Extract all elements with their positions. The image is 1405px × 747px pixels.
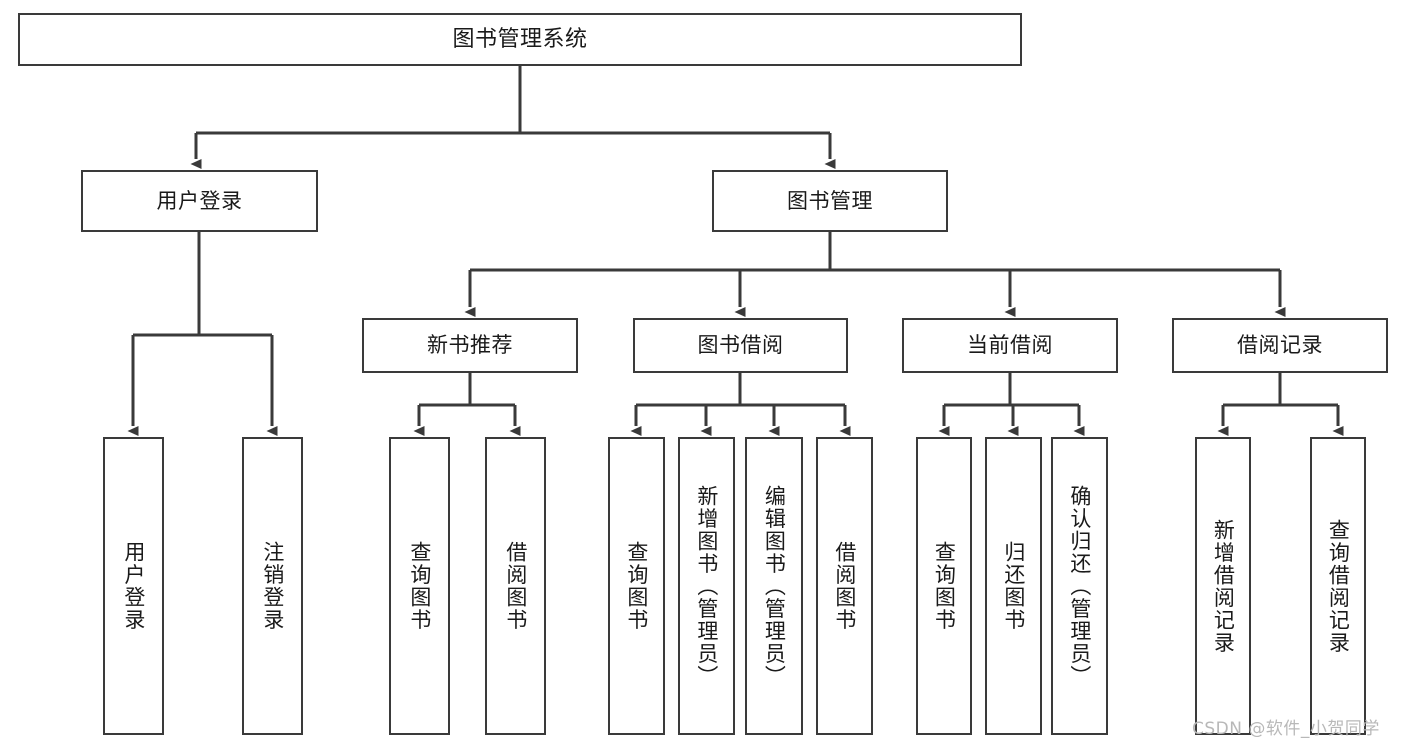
node-root-label: 图书管理系统 (452, 26, 588, 52)
node-book-manage[interactable]: 图书管理 (712, 170, 948, 232)
node-leaf-confirm-return-admin-label: 确认归还（管理员） (1067, 484, 1092, 688)
node-leaf-add-book-admin-label: 新增图书（管理员） (694, 484, 719, 688)
node-leaf-logout[interactable]: 注销登录 (242, 437, 303, 735)
node-leaf-query-book-2[interactable]: 查询图书 (608, 437, 665, 735)
node-leaf-query-book-2-label: 查询图书 (624, 541, 649, 631)
node-leaf-borrow-book-2[interactable]: 借阅图书 (816, 437, 873, 735)
node-leaf-user-login[interactable]: 用户登录 (103, 437, 164, 735)
node-leaf-user-login-label: 用户登录 (121, 541, 146, 631)
node-borrow-record[interactable]: 借阅记录 (1172, 318, 1388, 373)
node-new-book-recommend-label: 新书推荐 (427, 333, 513, 358)
node-current-borrow-label: 当前借阅 (967, 333, 1053, 358)
node-new-book-recommend[interactable]: 新书推荐 (362, 318, 578, 373)
node-leaf-borrow-book-1-label: 借阅图书 (503, 541, 528, 631)
node-book-borrow-label: 图书借阅 (697, 333, 784, 358)
node-leaf-borrow-book-1[interactable]: 借阅图书 (485, 437, 546, 735)
node-leaf-borrow-book-2-label: 借阅图书 (832, 541, 857, 631)
node-leaf-add-book-admin[interactable]: 新增图书（管理员） (678, 437, 735, 735)
node-leaf-query-book-1[interactable]: 查询图书 (389, 437, 450, 735)
node-leaf-edit-book-admin-label: 编辑图书（管理员） (762, 484, 787, 688)
node-leaf-query-book-1-label: 查询图书 (407, 541, 432, 631)
node-leaf-add-borrow-record-label: 新增借阅记录 (1211, 518, 1236, 654)
node-borrow-record-label: 借阅记录 (1237, 333, 1323, 358)
node-root[interactable]: 图书管理系统 (18, 13, 1022, 66)
node-leaf-add-borrow-record[interactable]: 新增借阅记录 (1195, 437, 1251, 735)
node-leaf-return-book-label: 归还图书 (1001, 541, 1026, 631)
node-leaf-logout-label: 注销登录 (260, 541, 285, 631)
node-user-login[interactable]: 用户登录 (81, 170, 318, 232)
node-leaf-query-borrow-record[interactable]: 查询借阅记录 (1310, 437, 1366, 735)
node-book-borrow[interactable]: 图书借阅 (633, 318, 848, 373)
csdn-watermark: CSDN @软件_小贺同学 (1192, 719, 1380, 739)
node-book-manage-label: 图书管理 (787, 188, 873, 213)
node-leaf-query-borrow-record-label: 查询借阅记录 (1326, 518, 1351, 654)
node-current-borrow[interactable]: 当前借阅 (902, 318, 1118, 373)
node-leaf-return-book[interactable]: 归还图书 (985, 437, 1042, 735)
node-leaf-confirm-return-admin[interactable]: 确认归还（管理员） (1051, 437, 1108, 735)
node-user-login-label: 用户登录 (156, 188, 243, 213)
node-leaf-query-book-3[interactable]: 查询图书 (916, 437, 972, 735)
node-leaf-query-book-3-label: 查询图书 (932, 541, 957, 631)
node-leaf-edit-book-admin[interactable]: 编辑图书（管理员） (745, 437, 803, 735)
